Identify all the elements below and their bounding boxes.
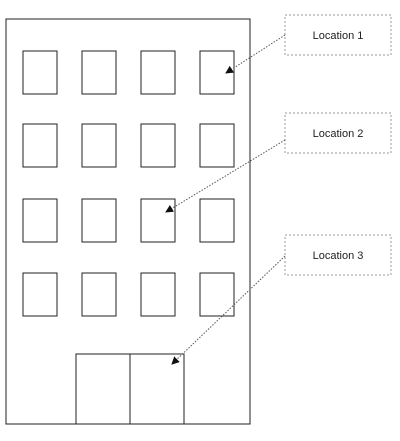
leader-line-1: [225, 34, 286, 74]
callout-box-3: [284, 234, 392, 276]
window: [81, 50, 117, 95]
callout-label-1: Location 1: [313, 30, 364, 42]
callout-box-2: [284, 112, 392, 154]
window: [140, 272, 176, 317]
callout-location-1: Location 1: [225, 14, 392, 74]
window: [140, 123, 176, 168]
window: [140, 50, 176, 95]
window: [81, 123, 117, 168]
window: [199, 50, 235, 95]
window: [199, 272, 235, 317]
window: [199, 198, 235, 243]
door: [75, 353, 185, 425]
door-panel-left: [75, 353, 131, 425]
window: [140, 198, 176, 243]
window-grid: [22, 50, 235, 317]
callout-location-3: Location 3: [171, 234, 392, 365]
window: [81, 198, 117, 243]
window: [81, 272, 117, 317]
window: [199, 123, 235, 168]
callout-location-2: Location 2: [165, 112, 392, 213]
callout-label-2: Location 2: [313, 128, 364, 140]
leader-line-3: [171, 255, 286, 365]
window: [22, 272, 58, 317]
window: [22, 198, 58, 243]
callout-label-3: Location 3: [313, 250, 364, 262]
leader-line-2: [165, 139, 286, 213]
window: [22, 123, 58, 168]
door-panel-right: [129, 353, 185, 425]
window: [22, 50, 58, 95]
